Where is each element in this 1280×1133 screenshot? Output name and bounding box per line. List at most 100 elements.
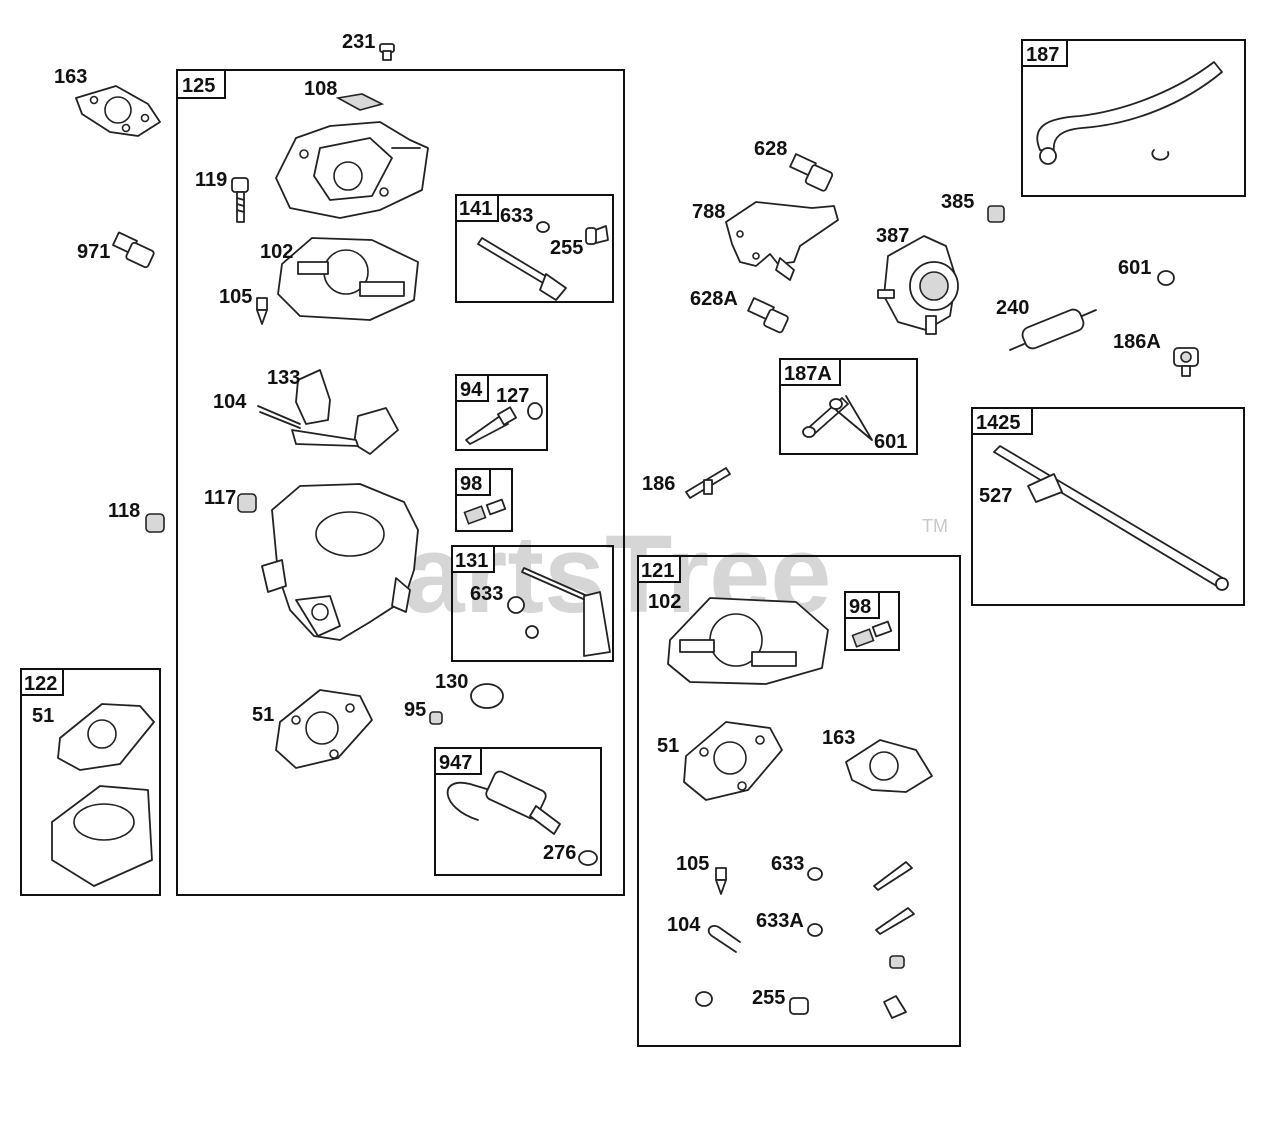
part-119-screw-drawing[interactable] — [231, 177, 249, 223]
kit-187a[interactable]: 187A — [779, 358, 918, 455]
callout-628[interactable]: 628 — [754, 138, 787, 160]
kit-122[interactable]: 122 — [20, 668, 161, 896]
part-387-pump-drawing[interactable] — [877, 235, 959, 335]
part-187a-pipe-drawing[interactable] — [802, 395, 873, 441]
part-1425-tube-drawing[interactable] — [993, 445, 1229, 591]
part-117-drawing[interactable] — [237, 493, 257, 513]
part-240-filter-drawing[interactable] — [1009, 307, 1097, 351]
part-105-needle-121-drawing[interactable] — [715, 867, 727, 895]
callout-108[interactable]: 108 — [304, 78, 337, 100]
part-186a-drawing[interactable] — [1173, 347, 1199, 377]
kit-187[interactable]: 187 — [1021, 39, 1246, 197]
callout-163[interactable]: 163 — [54, 66, 87, 88]
callout-628a[interactable]: 628A — [690, 288, 738, 310]
callout-255-121[interactable]: 255 — [752, 987, 785, 1009]
part-141-shaft-drawing[interactable] — [477, 221, 609, 301]
kit-125[interactable]: 125 — [176, 69, 625, 896]
callout-971[interactable]: 971 — [77, 241, 110, 263]
part-385-screw-drawing[interactable] — [987, 205, 1005, 223]
callout-127[interactable]: 127 — [496, 385, 529, 407]
part-788-bracket-drawing[interactable] — [725, 201, 839, 281]
callout-104[interactable]: 104 — [213, 391, 247, 413]
kit-98-lower-number: 98 — [849, 596, 871, 618]
part-98-spring-drawing[interactable] — [463, 498, 507, 525]
callout-105-121[interactable]: 105 — [676, 853, 709, 875]
callout-117[interactable]: 117 — [204, 487, 236, 509]
callout-186a[interactable]: 186A — [1113, 331, 1161, 353]
callout-385[interactable]: 385 — [941, 191, 974, 213]
part-163-gasket-drawing[interactable] — [75, 85, 161, 137]
part-131-shaft-drawing[interactable] — [507, 567, 611, 657]
kit-947[interactable]: 947 — [434, 747, 602, 876]
callout-387[interactable]: 387 — [876, 225, 909, 247]
part-102-gasket-drawing[interactable] — [277, 237, 419, 321]
kit-187a-number: 187A — [784, 363, 832, 385]
callout-788[interactable]: 788 — [692, 201, 725, 223]
part-186-tee-drawing[interactable] — [685, 467, 731, 499]
carb-body-drawing[interactable] — [261, 483, 419, 641]
callout-95[interactable]: 95 — [404, 699, 426, 721]
kit-141[interactable]: 141 — [455, 194, 614, 303]
callout-633-131[interactable]: 633 — [470, 583, 503, 605]
callout-633-121[interactable]: 633 — [771, 853, 804, 875]
callout-527[interactable]: 527 — [979, 485, 1012, 507]
part-102-gasket-121-drawing[interactable] — [667, 597, 829, 685]
part-633-washer-121-drawing[interactable] — [807, 867, 823, 937]
part-122-gasket-drawing[interactable] — [51, 703, 155, 887]
part-51-gasket-121-drawing[interactable] — [683, 721, 783, 801]
part-98-spring-lower-drawing[interactable] — [851, 620, 893, 648]
kit-131[interactable]: 131 — [451, 545, 614, 662]
part-118-drawing[interactable] — [145, 513, 165, 533]
part-628a-bolt-drawing[interactable] — [747, 297, 789, 334]
part-130-plate-drawing[interactable] — [470, 683, 504, 709]
part-104-pin-121-drawing[interactable] — [707, 924, 741, 953]
callout-102-121[interactable]: 102 — [648, 591, 681, 613]
part-971-screw-drawing[interactable] — [112, 231, 155, 269]
part-95-drawing[interactable] — [429, 711, 443, 725]
kit-98-upper-number: 98 — [460, 473, 482, 495]
part-628-bolt-drawing[interactable] — [789, 153, 834, 192]
kit-1425-number: 1425 — [976, 412, 1021, 434]
callout-104-121[interactable]: 104 — [667, 914, 701, 936]
callout-633a[interactable]: 633A — [756, 910, 804, 932]
callout-102[interactable]: 102 — [260, 241, 293, 263]
carb-top-cover-drawing[interactable] — [275, 121, 429, 219]
callout-130[interactable]: 130 — [435, 671, 468, 693]
callout-51-122[interactable]: 51 — [32, 705, 54, 727]
kit-121-number: 121 — [641, 560, 674, 582]
callout-119[interactable]: 119 — [195, 169, 227, 191]
callout-231[interactable]: 231 — [342, 31, 375, 53]
kit-98-upper[interactable]: 98 — [455, 468, 513, 532]
part-187-hose-drawing[interactable] — [1036, 61, 1223, 165]
part-947-solenoid-drawing[interactable] — [446, 770, 598, 866]
callout-601-187a[interactable]: 601 — [874, 431, 907, 453]
callout-601[interactable]: 601 — [1118, 257, 1151, 279]
part-163-gasket-121-drawing[interactable] — [845, 739, 933, 793]
callout-255[interactable]: 255 — [550, 237, 583, 259]
part-231-drawing[interactable] — [379, 43, 395, 61]
part-255-121-drawing[interactable] — [695, 991, 809, 1015]
part-108-drawing[interactable] — [335, 93, 385, 111]
kit-94[interactable]: 94 — [455, 374, 548, 451]
part-51-gasket-drawing[interactable] — [275, 689, 373, 769]
callout-633-141[interactable]: 633 — [500, 205, 533, 227]
callout-163-121[interactable]: 163 — [822, 727, 855, 749]
callout-276[interactable]: 276 — [543, 842, 576, 864]
adjusting-needles-121-drawing[interactable] — [873, 861, 915, 1019]
callout-118[interactable]: 118 — [108, 500, 140, 522]
part-133-float-drawing[interactable] — [257, 369, 399, 455]
kit-187-number: 187 — [1026, 44, 1059, 66]
kit-122-number: 122 — [24, 673, 57, 695]
callout-240[interactable]: 240 — [996, 297, 1029, 319]
kit-121[interactable]: 121 — [637, 555, 961, 1047]
part-94-needle-drawing[interactable] — [465, 402, 543, 445]
kit-1425[interactable]: 1425 — [971, 407, 1245, 606]
part-601-clamp-drawing[interactable] — [1157, 270, 1175, 286]
callout-51-125[interactable]: 51 — [252, 704, 274, 726]
callout-186[interactable]: 186 — [642, 473, 675, 495]
callout-133[interactable]: 133 — [267, 367, 300, 389]
part-105-needle-drawing[interactable] — [256, 297, 268, 325]
callout-105[interactable]: 105 — [219, 286, 252, 308]
callout-51-121[interactable]: 51 — [657, 735, 679, 757]
kit-98-lower[interactable]: 98 — [844, 591, 900, 651]
